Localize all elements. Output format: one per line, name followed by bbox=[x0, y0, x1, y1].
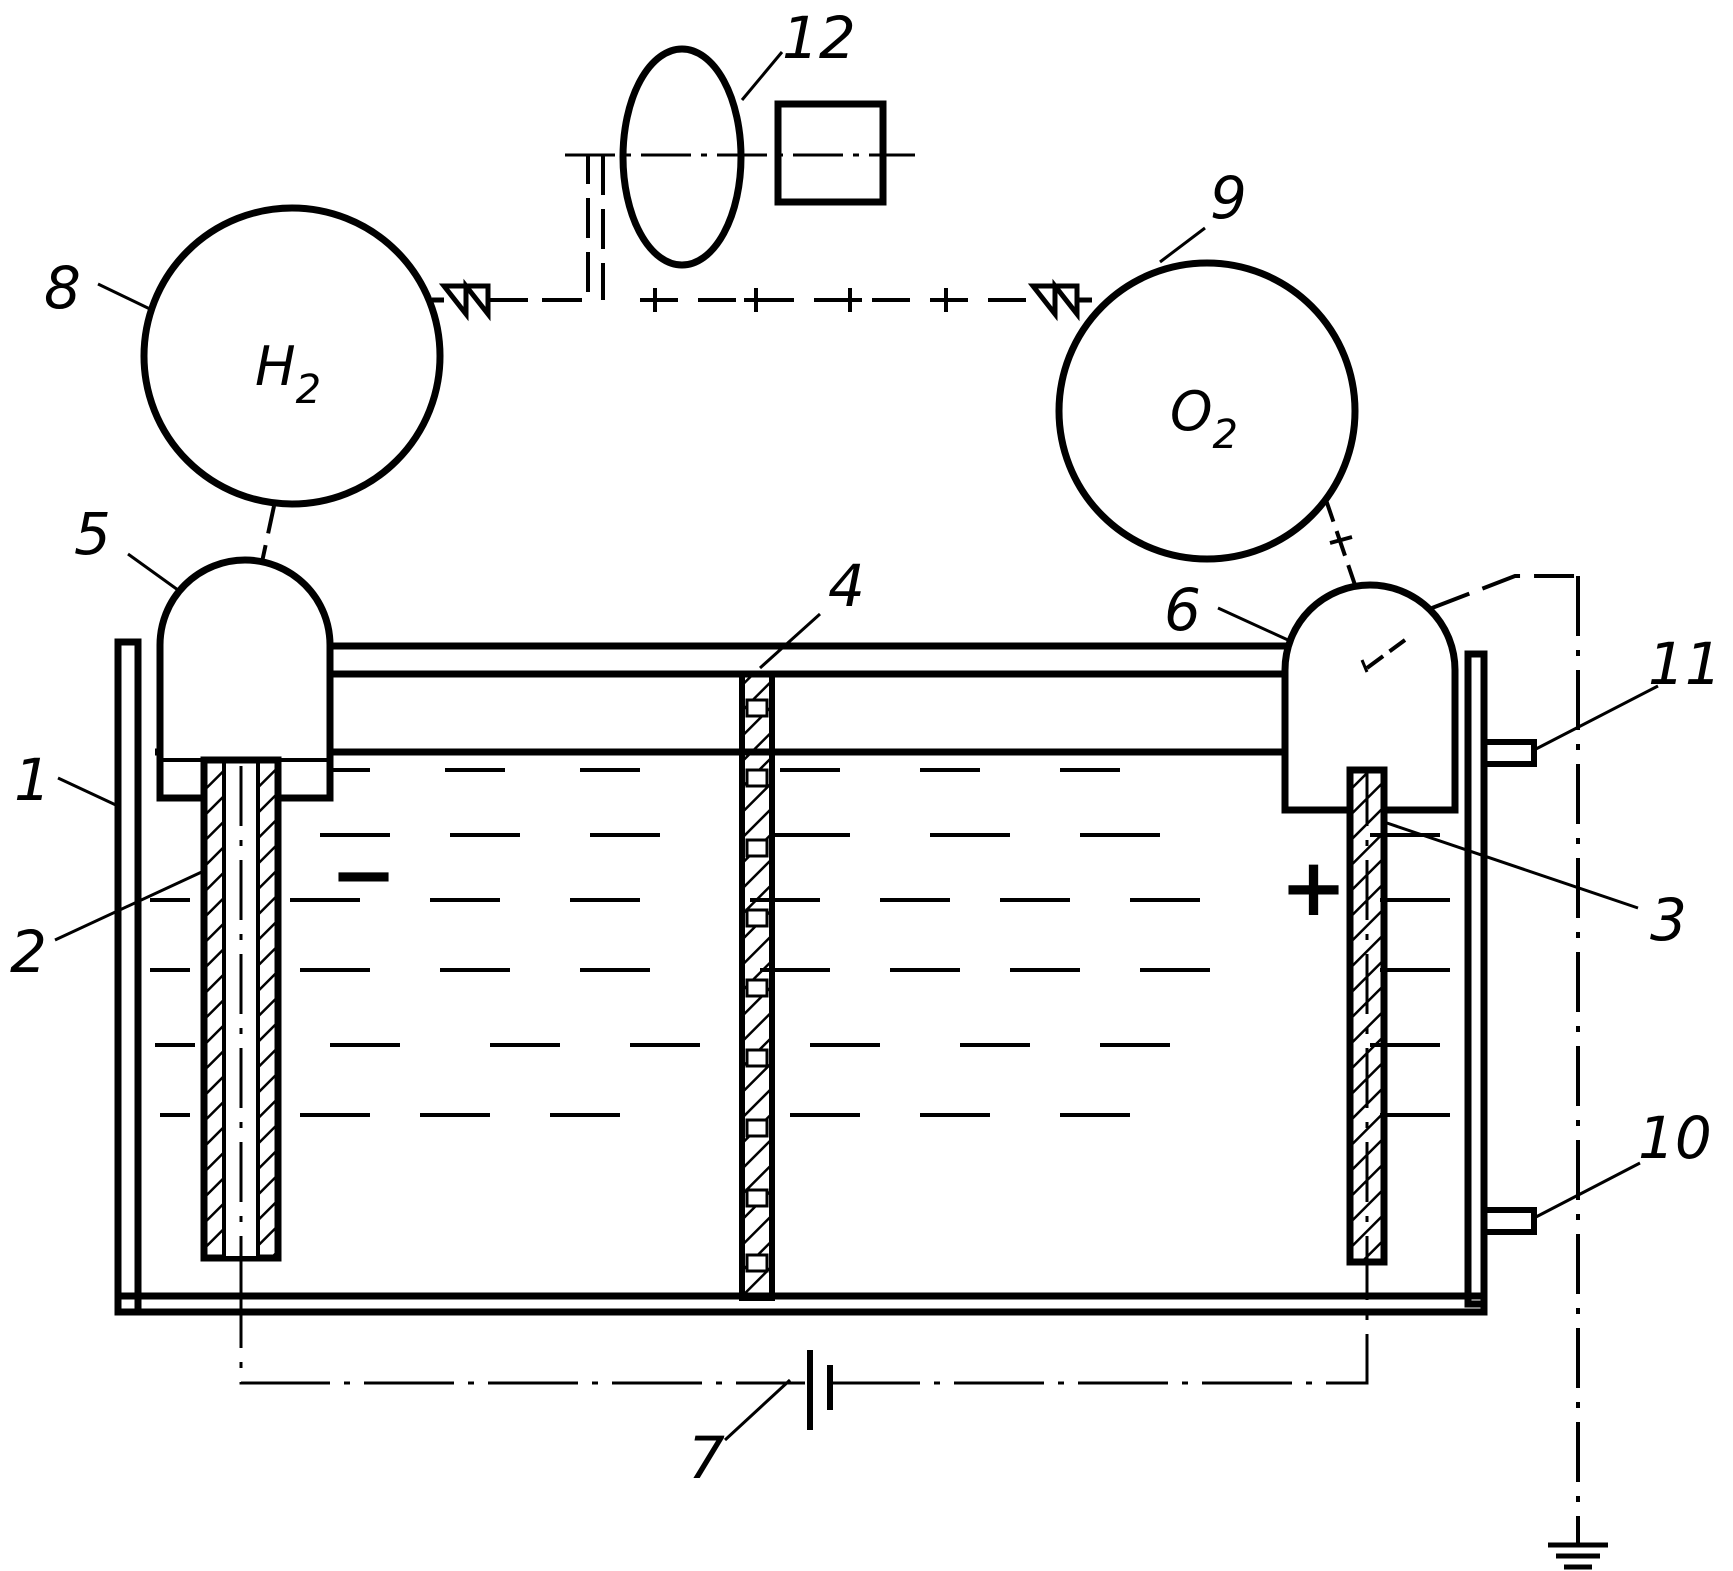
label-11: 11 bbox=[1648, 630, 1722, 698]
label-7: 7 bbox=[688, 1424, 725, 1492]
lens bbox=[623, 49, 741, 265]
gas-hood-h2 bbox=[160, 560, 330, 798]
label-8: 8 bbox=[44, 254, 81, 322]
diaphragm bbox=[742, 674, 772, 1298]
port-upper bbox=[1484, 742, 1534, 764]
label-12: 12 bbox=[782, 4, 856, 72]
circuit-wire bbox=[241, 1258, 1367, 1383]
label-6: 6 bbox=[1164, 576, 1201, 644]
gas-symbols: H2 O2 bbox=[255, 335, 1238, 458]
label-3: 3 bbox=[1650, 886, 1687, 954]
label-2: 2 bbox=[10, 918, 47, 986]
gas-pipe-h2 bbox=[262, 506, 274, 562]
gas-pipe-o2 bbox=[1325, 497, 1355, 585]
pipe-o2-to-lens bbox=[640, 288, 1033, 312]
port-lower bbox=[1484, 1210, 1534, 1232]
pipe-h2-to-lens bbox=[488, 155, 603, 300]
label-4: 4 bbox=[828, 552, 865, 620]
gas-h2-symbol: H bbox=[255, 335, 296, 398]
gas-label-h2: H2 bbox=[255, 335, 321, 413]
gas-label-o2: O2 bbox=[1170, 380, 1238, 458]
target-box bbox=[778, 104, 883, 202]
valve-h2 bbox=[432, 286, 488, 314]
negative-sign: − bbox=[330, 828, 397, 921]
gas-o2-subscript: 2 bbox=[1213, 412, 1238, 458]
label-5: 5 bbox=[74, 500, 111, 568]
label-10: 10 bbox=[1638, 1104, 1712, 1172]
electrolyte-liquid bbox=[150, 770, 1450, 1115]
ground-icon bbox=[1548, 1545, 1608, 1567]
gas-o2-symbol: O bbox=[1170, 380, 1213, 443]
positive-sign: + bbox=[1280, 841, 1347, 934]
label-9: 9 bbox=[1210, 164, 1247, 232]
valve-o2 bbox=[1033, 286, 1092, 314]
gas-h2-subscript: 2 bbox=[296, 367, 321, 413]
label-1: 1 bbox=[14, 746, 51, 814]
polarity-signs: − + bbox=[330, 828, 1347, 934]
battery bbox=[810, 1350, 830, 1430]
